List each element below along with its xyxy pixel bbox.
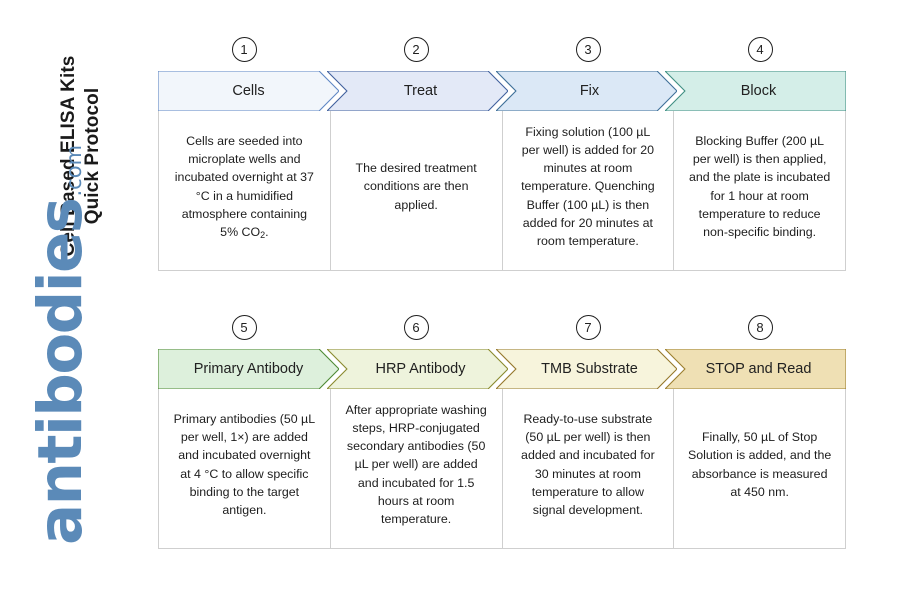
step-number-slot: 1 [158, 32, 330, 66]
protocol-row-2: 5 6 7 8 Primary Antibody HRP Antibody TMB Sub… [158, 310, 846, 549]
step-header-2[interactable]: Treat [327, 71, 508, 111]
brand-logo-name: antibodies [25, 198, 96, 546]
step-description-text: Ready-to-use substrate (50 µL per well) … [521, 411, 655, 517]
step-description-8: Finally, 50 µL of Stop Solution is added… [674, 389, 845, 548]
step-description-row-2: Primary antibodies (50 µL per well, 1×) … [158, 389, 846, 549]
step-description-text: Fixing solution (100 µL per well) is add… [521, 124, 655, 249]
step-description-6: After appropriate washing steps, HRP-con… [331, 389, 503, 548]
step-header-1[interactable]: Cells [158, 71, 339, 111]
step-number-badge: 3 [575, 36, 601, 62]
step-header-label: STOP and Read [705, 361, 812, 377]
step-number-badge: 1 [231, 36, 257, 62]
step-number-badge: 7 [575, 314, 601, 340]
step-description-3: Fixing solution (100 µL per well) is add… [503, 111, 675, 270]
step-description-1: Cells are seeded into microplate wells a… [159, 111, 331, 270]
brand-logo: antibodies.com [25, 145, 100, 545]
step-description-4: Blocking Buffer (200 µL per well) is the… [674, 111, 845, 270]
step-number-row-2: 5 6 7 8 [158, 310, 846, 344]
step-header-7[interactable]: TMB Substrate [496, 349, 677, 389]
step-number-row-1: 1 2 3 4 [158, 32, 846, 66]
step-description-text: The desired treatment conditions are the… [355, 161, 477, 212]
step-header-label: HRP Antibody [375, 361, 466, 377]
step-header-label: Block [740, 83, 777, 99]
step-number-slot: 7 [502, 310, 674, 344]
step-number-slot: 8 [674, 310, 846, 344]
step-description-text: Cells are seeded into microplate wells a… [174, 133, 314, 240]
step-number-badge: 8 [747, 314, 773, 340]
step-description-2: The desired treatment conditions are the… [331, 111, 503, 270]
step-description-text: Primary antibodies (50 µL per well, 1×) … [173, 411, 316, 517]
step-header-5[interactable]: Primary Antibody [158, 349, 339, 389]
step-number-slot: 4 [674, 32, 846, 66]
brand-logo-tld: .com [62, 144, 86, 197]
step-header-label: Cells [232, 83, 265, 99]
step-description-row-1: Cells are seeded into microplate wells a… [158, 111, 846, 271]
step-header-8[interactable]: STOP and Read [665, 349, 846, 389]
step-header-row-2: Primary Antibody HRP Antibody TMB Substrat… [158, 349, 846, 389]
step-number-badge: 2 [403, 36, 429, 62]
step-description-text: Finally, 50 µL of Stop Solution is added… [687, 430, 832, 499]
step-header-label: Treat [403, 83, 438, 99]
step-header-label: Fix [579, 83, 600, 99]
step-number-badge: 5 [231, 314, 257, 340]
step-number-badge: 4 [747, 36, 773, 62]
step-header-6[interactable]: HRP Antibody [327, 349, 508, 389]
step-number-slot: 2 [330, 32, 502, 66]
step-description-7: Ready-to-use substrate (50 µL per well) … [503, 389, 675, 548]
step-number-slot: 3 [502, 32, 674, 66]
step-header-4[interactable]: Block [665, 71, 846, 111]
step-description-5: Primary antibodies (50 µL per well, 1×) … [159, 389, 331, 548]
step-header-label: TMB Substrate [541, 361, 638, 377]
step-header-label: Primary Antibody [193, 361, 304, 377]
step-description-text: Blocking Buffer (200 µL per well) is the… [689, 133, 831, 239]
step-header-row-1: Cells Treat Fix Block [158, 71, 846, 111]
step-number-slot: 6 [330, 310, 502, 344]
step-header-3[interactable]: Fix [496, 71, 677, 111]
protocol-row-1: 1 2 3 4 Cells Treat Fix Block Cells are seeded… [158, 32, 846, 271]
step-number-slot: 5 [158, 310, 330, 344]
step-number-badge: 6 [403, 314, 429, 340]
step-description-text: After appropriate washing steps, HRP-con… [345, 402, 487, 527]
